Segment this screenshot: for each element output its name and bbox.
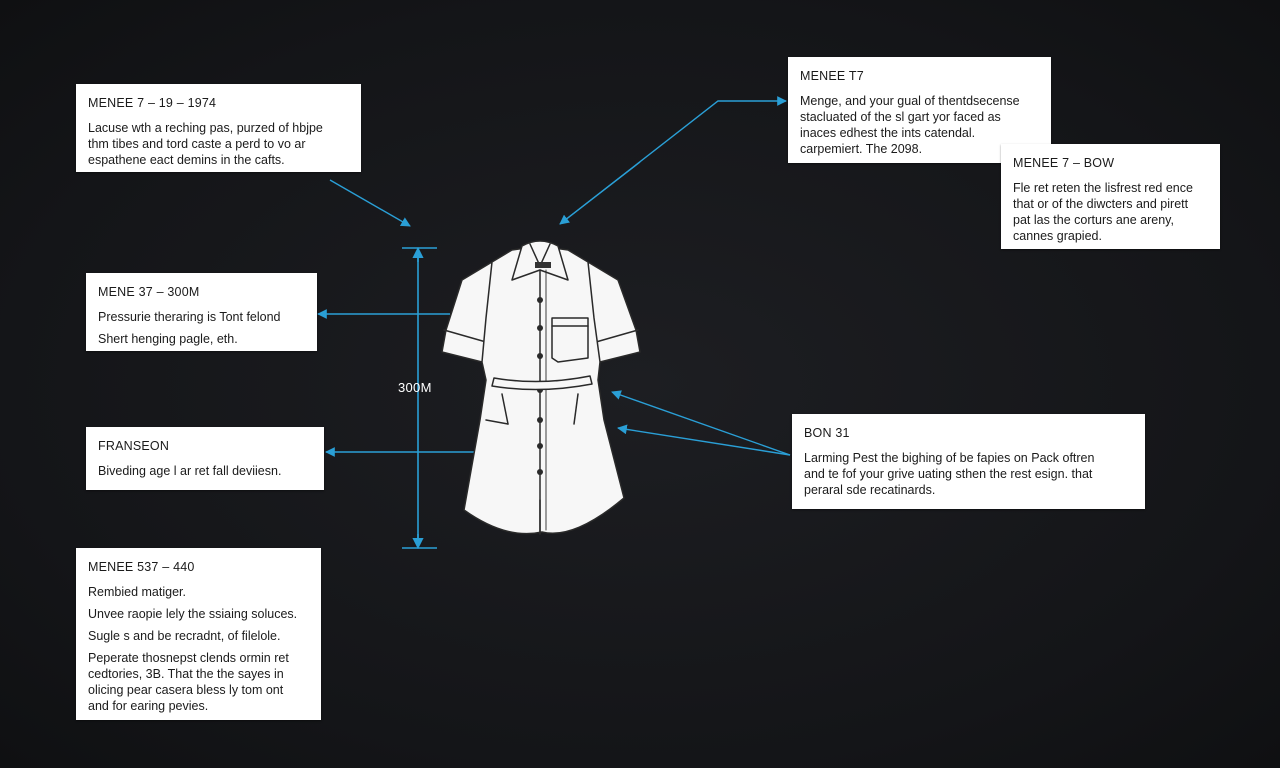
chest-pocket [551, 317, 589, 363]
callout-card-4-line: Sugle s and be recradnt, of filelole. [88, 629, 281, 643]
callout-card-1: MENEE 7 – 19 – 1974 Lacuse wth a reching… [76, 84, 361, 172]
callout-card-7-line: and te fof your grive uating sthen the r… [804, 467, 1093, 481]
callout-card-1-line: Lacuse wth a reching pas, purzed of hbjp… [88, 121, 323, 135]
callout-card-5-title: MENEE T7 [800, 69, 864, 83]
callout-card-4-line: cedtories, 3B. That the the sayes in [88, 667, 284, 681]
callout-card-6-line: that or of the diwcters and pirett [1013, 197, 1189, 211]
callout-card-2-line: Shert henging pagle, eth. [98, 332, 238, 346]
callout-card-2-line: Pressurie theraring is Tont felond [98, 310, 281, 324]
callout-card-4-line: and for earing pevies. [88, 699, 209, 713]
callout-card-5-line: carpemiert. The 2098. [800, 142, 923, 156]
callout-card-2: MENE 37 – 300M Pressurie theraring is To… [86, 273, 317, 351]
waist-belt [491, 375, 593, 391]
connector-card-5-lead [559, 96, 787, 225]
callout-card-5-line: stacluated of the sl gart yor faced as [800, 110, 1001, 124]
callout-card-7-line: Larming Pest the bighing of be fapies on… [804, 451, 1095, 465]
shirt-dress-illustration [441, 240, 641, 535]
callout-card-4-title: MENEE 537 – 440 [88, 560, 195, 574]
height-dimension-marker [402, 246, 437, 550]
collar [511, 240, 569, 281]
callout-card-1-line: espathene eact demins in the cafts. [88, 153, 285, 167]
callout-card-6-line: cannes grapied. [1013, 229, 1102, 243]
callout-card-1-line: thm tibes and tord caste a perd to vo ar [88, 137, 306, 151]
callout-card-5-line: inaces edhest the ints catendal. [800, 126, 976, 140]
connector-card-5-tip [559, 161, 641, 225]
callout-card-3: FRANSEON Biveding age l ar ret fall devi… [86, 427, 324, 490]
callout-card-4-line: Peperate thosnepst clends ormin ret [88, 651, 289, 665]
callout-card-6-title: MENEE 7 – BOW [1013, 156, 1115, 170]
callout-card-5-line: Menge, and your gual of thentdsecense [800, 94, 1020, 108]
callout-card-3-title: FRANSEON [98, 439, 170, 453]
callout-card-7-title: BON 31 [804, 426, 850, 440]
connector-card-7-a [611, 390, 791, 456]
callout-card-6-line: pat las the corturs ane areny, [1013, 213, 1174, 227]
callout-card-4: MENEE 537 – 440 Rembied matiger. Unvee r… [76, 548, 321, 720]
callout-card-6-line: Fle ret reten the lisfrest red ence [1013, 181, 1193, 195]
callout-card-7-line: peraral sde recatinards. [804, 483, 936, 497]
connector-card-1 [329, 179, 411, 227]
callout-card-4-line: Rembied matiger. [88, 585, 186, 599]
callout-card-6: MENEE 7 – BOW Fle ret reten the lisfrest… [1001, 144, 1220, 249]
callout-card-1-title: MENEE 7 – 19 – 1974 [88, 96, 217, 110]
callout-card-4-line: olicing pear casera bless ly tom ont [88, 683, 284, 697]
connector-card-7-b [617, 424, 791, 456]
height-dimension-label: 300M [398, 380, 432, 395]
callout-card-2-title: MENE 37 – 300M [98, 285, 200, 299]
callout-card-7: BON 31 Larming Pest the bighing of be fa… [792, 414, 1145, 509]
callout-card-3-line: Biveding age l ar ret fall deviiesn. [98, 464, 282, 478]
callout-card-4-line: Unvee raopie lely the ssiaing soluces. [88, 607, 298, 621]
